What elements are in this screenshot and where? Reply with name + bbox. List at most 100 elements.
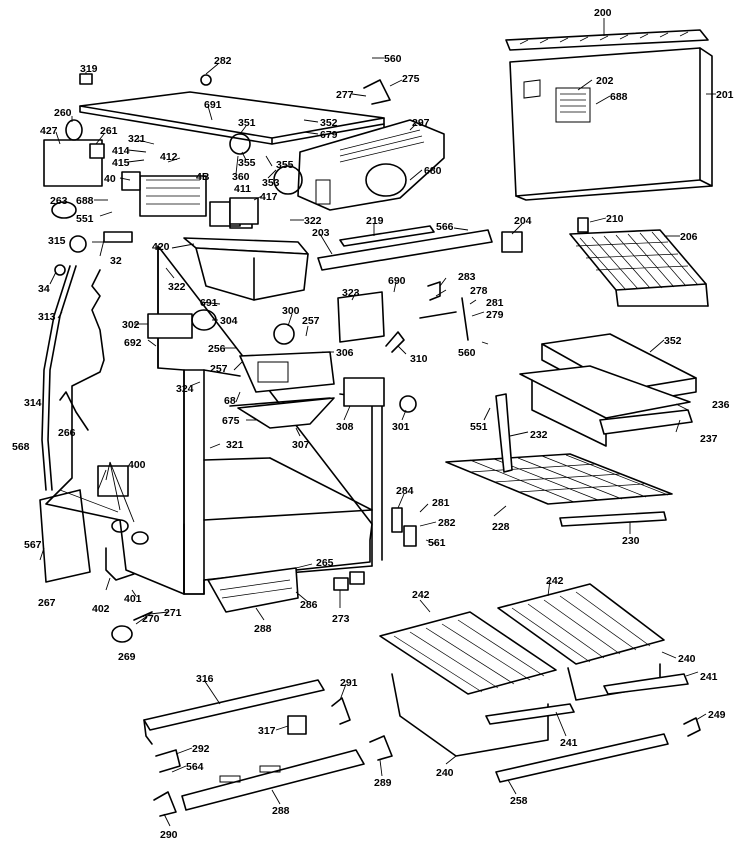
label-415: 415 [112,157,130,169]
label-291: 291 [340,677,358,689]
label-230: 230 [622,535,640,547]
label-692: 692 [124,337,142,349]
label-242-b: 242 [546,575,564,587]
label-351: 351 [238,117,256,129]
label-567: 567 [24,539,42,551]
label-352-b: 352 [664,335,682,347]
meat-keeper [519,333,697,447]
label-270: 270 [142,613,160,625]
label-561: 561 [428,537,446,549]
label-283: 283 [458,271,476,283]
label-302: 302 [122,319,140,331]
small-parts [39,73,701,817]
label-414: 414 [112,145,130,157]
bottom-rails [143,567,365,811]
label-266: 266 [58,427,76,439]
label-273: 273 [332,613,350,625]
label-564: 564 [186,761,204,773]
label-282: 282 [214,55,232,67]
label-401: 401 [124,593,142,605]
label-240-b: 240 [436,767,454,779]
label-271: 271 [164,607,182,619]
label-688: 688 [610,91,628,103]
label-265: 265 [316,557,334,569]
label-282-b: 282 [438,517,456,529]
label-691-b: 691 [200,297,218,309]
label-263: 263 [50,195,68,207]
label-690: 690 [388,275,406,287]
label-261: 261 [100,125,118,137]
part-number-labels: 200 201 202 688 206 210 204 566 219 203 … [12,7,734,841]
label-360: 360 [232,171,250,183]
freezer-shelf [569,229,709,307]
label-68: 68 [224,395,236,407]
label-210: 210 [606,213,624,225]
label-206: 206 [680,231,698,243]
label-281-b: 281 [432,497,450,509]
label-201: 201 [716,89,734,101]
label-560: 560 [384,53,402,65]
label-286: 286 [300,599,318,611]
label-292: 292 [192,743,210,755]
label-278: 278 [470,285,488,297]
freezer-pan [183,199,309,301]
label-200: 200 [594,7,612,19]
label-297: 297 [412,117,430,129]
label-288: 288 [254,623,272,635]
label-4b: 4B [196,171,210,183]
label-411: 411 [234,183,251,195]
evaporator-housing [297,119,445,211]
label-289: 289 [374,777,392,789]
label-228: 228 [492,521,510,533]
label-427: 427 [40,125,58,137]
label-267: 267 [38,597,56,609]
label-240: 240 [678,653,696,665]
label-314: 314 [24,397,42,409]
label-257: 257 [302,315,320,327]
label-300: 300 [282,305,300,317]
label-290: 290 [160,829,178,841]
label-691: 691 [204,99,222,111]
label-203: 203 [312,227,330,239]
label-275: 275 [402,73,420,85]
label-353: 353 [262,177,280,189]
label-420: 420 [152,241,170,253]
label-675: 675 [222,415,240,427]
label-680: 680 [424,165,442,177]
label-352: 352 [320,117,338,129]
label-317: 317 [258,725,276,737]
label-284: 284 [396,485,414,497]
label-202: 202 [596,75,614,87]
label-260: 260 [54,107,72,119]
leader-lines [39,18,716,827]
label-566: 566 [436,221,454,233]
label-256: 256 [208,343,226,355]
label-315: 315 [48,235,66,247]
label-34: 34 [38,283,50,295]
label-242: 242 [412,589,430,601]
label-219: 219 [366,215,384,227]
label-301: 301 [392,421,410,433]
label-279: 279 [486,309,504,321]
label-400: 400 [128,459,146,471]
label-204: 204 [514,215,532,227]
label-322-b: 322 [168,281,186,293]
label-308: 308 [336,421,354,433]
label-258: 258 [510,795,528,807]
label-551-b: 551 [470,421,488,433]
label-688-b: 688 [76,195,94,207]
label-236: 236 [712,399,730,411]
label-281: 281 [486,297,504,309]
label-32: 32 [110,255,122,267]
label-568: 568 [12,441,30,453]
label-237: 237 [700,433,718,445]
label-323: 323 [342,287,360,299]
label-306: 306 [336,347,354,359]
label-316: 316 [196,673,214,685]
control-box [229,351,335,429]
label-307: 307 [292,439,310,451]
label-324: 324 [176,383,194,395]
label-402: 402 [92,603,110,615]
